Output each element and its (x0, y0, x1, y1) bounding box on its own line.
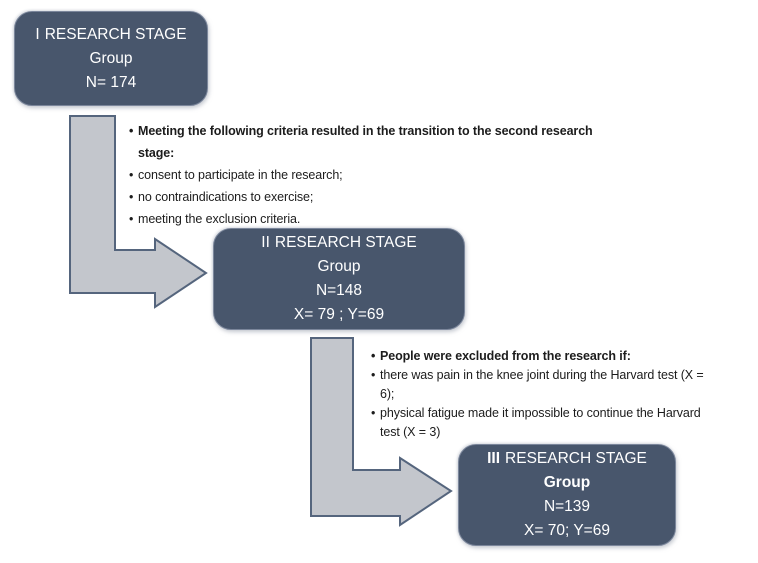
note-1-item-2: • no contraindications to exercise; (129, 186, 593, 208)
stage-2-title-rest: RESEARCH STAGE (274, 234, 417, 251)
bullet-glyph: • (371, 406, 376, 420)
bullet-glyph: • (129, 124, 134, 138)
note-2-heading-text: People were excluded from the research i… (380, 349, 631, 363)
stage-2-group-label: Group (317, 258, 361, 275)
stage-3-group-label: Group (543, 474, 591, 491)
note-1-item-2-text: no contraindications to exercise; (138, 190, 314, 204)
stage-3-title-rest: RESEARCH STAGE (505, 450, 647, 467)
stage-box-3: III RESEARCH STAGE Group N=139 X= 70; Y=6… (458, 444, 676, 546)
note-1-item-1-text: consent to participate in the research; (138, 168, 343, 182)
stage-3-n-value: N=139 (543, 498, 591, 515)
bent-arrow-2 (310, 337, 453, 527)
note-2-item-2-text: physical fatigue made it impossible to c… (380, 406, 701, 439)
bullet-glyph: • (129, 212, 134, 226)
note-2-heading: • People were excluded from the research… (371, 347, 704, 366)
bent-arrow-1 (69, 115, 208, 309)
note-2-item-2: • physical fatigue made it impossible to… (371, 404, 704, 442)
note-1-heading: • Meeting the following criteria resulte… (129, 120, 593, 164)
note-2-item-1: • there was pain in the knee joint durin… (371, 366, 704, 404)
note-1-item-3-text: meeting the exclusion criteria. (138, 212, 301, 226)
stage-2-numeral: II (261, 234, 270, 251)
note-block-2: • People were excluded from the research… (371, 347, 704, 442)
stage-2-xy-value: X= 79 ; Y=69 (293, 306, 385, 323)
stage-1-numeral: I (35, 25, 40, 43)
bullet-glyph: • (129, 168, 134, 182)
stage-1-n-value: N= 174 (85, 73, 137, 91)
stage-3-xy-value: X= 70; Y=69 (524, 522, 610, 539)
stage-3-title: III RESEARCH STAGE (487, 447, 647, 471)
bullet-glyph: • (371, 349, 376, 363)
bullet-glyph: • (129, 190, 134, 204)
bent-arrow-1-shape (69, 115, 208, 309)
stage-2-n-value: N=148 (315, 282, 363, 299)
bullet-glyph: • (371, 368, 376, 382)
note-block-1: • Meeting the following criteria resulte… (129, 120, 593, 230)
note-1-item-3: • meeting the exclusion criteria. (129, 208, 593, 230)
note-1-heading-text: Meeting the following criteria resulted … (138, 124, 593, 160)
note-1-item-1: • consent to participate in the research… (129, 164, 593, 186)
note-2-item-1-text: there was pain in the knee joint during … (380, 368, 704, 401)
bent-arrow-2-shape (310, 337, 453, 527)
stage-1-group-label: Group (89, 49, 133, 67)
stage-1-title-rest: RESEARCH STAGE (44, 25, 187, 43)
stage-3-numeral: III (487, 450, 501, 467)
